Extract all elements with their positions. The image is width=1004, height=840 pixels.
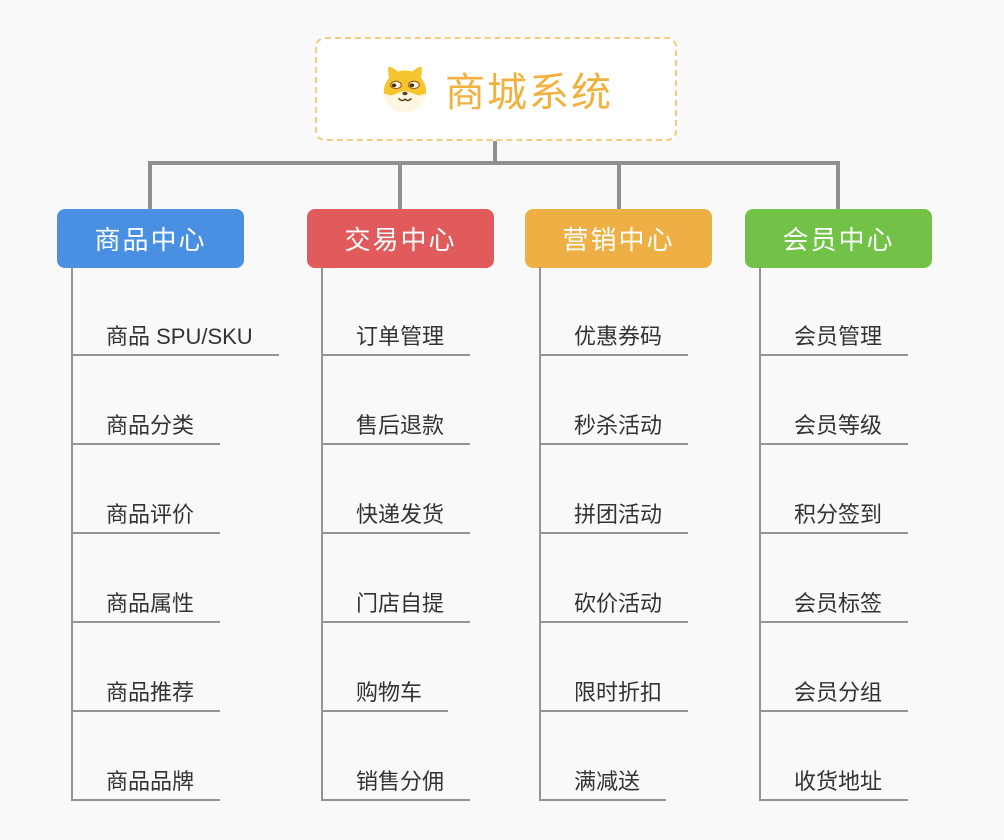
branch-node-marketing-center[interactable]: 营销中心 bbox=[525, 209, 712, 268]
leaf-cell: 商品推荐 bbox=[73, 623, 279, 712]
leaf-cell: 限时折扣 bbox=[541, 623, 689, 712]
leaf-node[interactable]: 拼团活动 bbox=[541, 497, 689, 534]
leaf-cell: 秒杀活动 bbox=[541, 356, 689, 445]
leaf-node[interactable]: 砍价活动 bbox=[541, 586, 689, 623]
leaf-node[interactable]: 秒杀活动 bbox=[541, 408, 689, 445]
leaf-cell: 砍价活动 bbox=[541, 534, 689, 623]
leaf-node[interactable]: 商品评价 bbox=[73, 497, 221, 534]
leaf-node[interactable]: 积分签到 bbox=[761, 497, 909, 534]
connector-drop-trade bbox=[398, 161, 402, 210]
leaf-cell: 会员等级 bbox=[761, 356, 909, 445]
leaf-cell: 购物车 bbox=[323, 623, 470, 712]
leaf-cell: 会员标签 bbox=[761, 534, 909, 623]
leaf-node[interactable]: 商品 SPU/SKU bbox=[73, 319, 279, 356]
leaf-cell: 商品属性 bbox=[73, 534, 279, 623]
root-title: 商城系统 bbox=[445, 71, 613, 115]
branch-list-product-center: 商品 SPU/SKU 商品分类 商品评价 商品属性 商品推荐 商品品牌 bbox=[71, 267, 279, 801]
leaf-node[interactable]: 会员标签 bbox=[761, 586, 909, 623]
branch-list-trade-center: 订单管理 售后退款 快递发货 门店自提 购物车 销售分佣 bbox=[321, 267, 471, 801]
leaf-node[interactable]: 会员管理 bbox=[761, 319, 909, 356]
connector-drop-product bbox=[148, 161, 152, 210]
branch-node-product-center[interactable]: 商品中心 bbox=[57, 209, 244, 268]
leaf-node[interactable]: 商品属性 bbox=[73, 586, 221, 623]
leaf-cell: 门店自提 bbox=[323, 534, 471, 623]
leaf-node[interactable]: 订单管理 bbox=[323, 319, 471, 356]
leaf-node[interactable]: 商品推荐 bbox=[73, 675, 221, 712]
branch-node-trade-center[interactable]: 交易中心 bbox=[307, 209, 494, 268]
shiba-dog-icon bbox=[379, 63, 431, 115]
leaf-node[interactable]: 会员分组 bbox=[761, 675, 909, 712]
leaf-cell: 订单管理 bbox=[323, 267, 471, 356]
connector-drop-member bbox=[836, 161, 840, 210]
leaf-node[interactable]: 收货地址 bbox=[761, 764, 909, 801]
leaf-cell: 快递发货 bbox=[323, 445, 471, 534]
leaf-cell: 商品评价 bbox=[73, 445, 279, 534]
leaf-node[interactable]: 门店自提 bbox=[323, 586, 471, 623]
branch-list-member-center: 会员管理 会员等级 积分签到 会员标签 会员分组 收货地址 bbox=[759, 267, 909, 801]
leaf-cell: 商品分类 bbox=[73, 356, 279, 445]
leaf-cell: 收货地址 bbox=[761, 712, 909, 801]
leaf-cell: 商品 SPU/SKU bbox=[73, 267, 279, 356]
leaf-cell: 会员分组 bbox=[761, 623, 909, 712]
leaf-cell: 会员管理 bbox=[761, 267, 909, 356]
leaf-cell: 销售分佣 bbox=[323, 712, 471, 801]
leaf-node[interactable]: 购物车 bbox=[323, 675, 449, 712]
leaf-cell: 积分签到 bbox=[761, 445, 909, 534]
connector-rail bbox=[148, 161, 840, 165]
branch-list-marketing-center: 优惠券码 秒杀活动 拼团活动 砍价活动 限时折扣 满减送 bbox=[539, 267, 689, 801]
root-node[interactable]: 商城系统 bbox=[315, 37, 677, 141]
leaf-cell: 优惠券码 bbox=[541, 267, 689, 356]
leaf-cell: 拼团活动 bbox=[541, 445, 689, 534]
leaf-node[interactable]: 售后退款 bbox=[323, 408, 471, 445]
leaf-node[interactable]: 商品分类 bbox=[73, 408, 221, 445]
leaf-cell: 满减送 bbox=[541, 712, 688, 801]
leaf-node[interactable]: 优惠券码 bbox=[541, 319, 689, 356]
leaf-node[interactable]: 商品品牌 bbox=[73, 764, 221, 801]
leaf-node[interactable]: 快递发货 bbox=[323, 497, 471, 534]
leaf-node[interactable]: 销售分佣 bbox=[323, 764, 471, 801]
leaf-node[interactable]: 会员等级 bbox=[761, 408, 909, 445]
leaf-node[interactable]: 限时折扣 bbox=[541, 675, 689, 712]
connector-drop-marketing bbox=[617, 161, 621, 210]
leaf-cell: 售后退款 bbox=[323, 356, 471, 445]
leaf-node[interactable]: 满减送 bbox=[541, 764, 667, 801]
branch-node-member-center[interactable]: 会员中心 bbox=[745, 209, 932, 268]
leaf-cell: 商品品牌 bbox=[73, 712, 279, 801]
connector-root-stem bbox=[493, 140, 497, 163]
